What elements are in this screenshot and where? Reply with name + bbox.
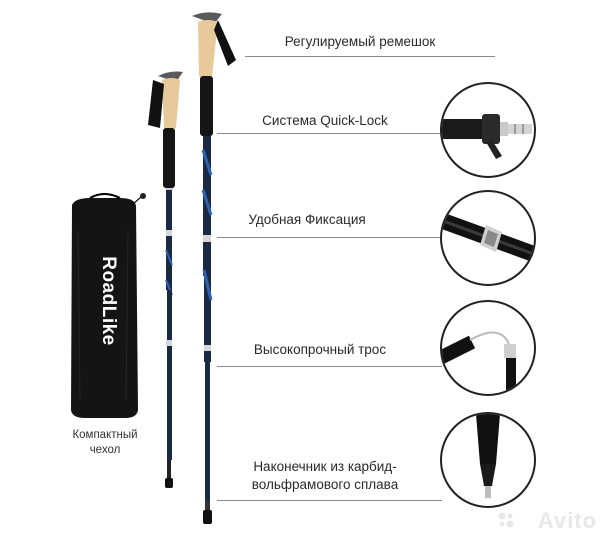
left-pole <box>148 71 183 488</box>
avito-watermark: Avito <box>537 508 597 533</box>
feature-label-tip-line1: Наконечник из карбид- <box>253 459 397 474</box>
feature-label-tip-line2: вольфрамового сплава <box>251 477 399 492</box>
feature-line-fixation <box>217 237 442 238</box>
right-pole <box>192 12 236 524</box>
detail-circle-fixation <box>440 190 536 286</box>
avito-logo-icon <box>498 512 514 528</box>
feature-label-cable: Высокопрочный трос <box>253 342 387 357</box>
feature-line-tip <box>217 500 442 501</box>
bag-caption-line2: чехол <box>89 444 121 456</box>
bag-caption-line1: Компактный <box>72 429 138 441</box>
detail-circle-quicklock <box>440 82 536 178</box>
feature-label-fixation: Удобная Фиксация <box>248 212 366 227</box>
detail-circle-tip <box>440 412 536 508</box>
feature-label-strap: Регулируемый ремешок <box>284 34 436 49</box>
quicklock-detail-image <box>442 114 532 159</box>
fixation-detail-image <box>442 212 534 263</box>
carry-bag <box>71 193 146 418</box>
cable-detail-image <box>442 331 516 394</box>
feature-label-quicklock: Система Quick-Lock <box>262 113 388 128</box>
feature-line-strap <box>245 56 495 57</box>
feature-line-cable <box>217 366 442 367</box>
bag-brand-text: RoadLike <box>98 256 119 346</box>
tip-detail-image <box>476 414 500 498</box>
feature-line-quicklock <box>217 133 442 134</box>
detail-circle-cable <box>440 300 536 396</box>
